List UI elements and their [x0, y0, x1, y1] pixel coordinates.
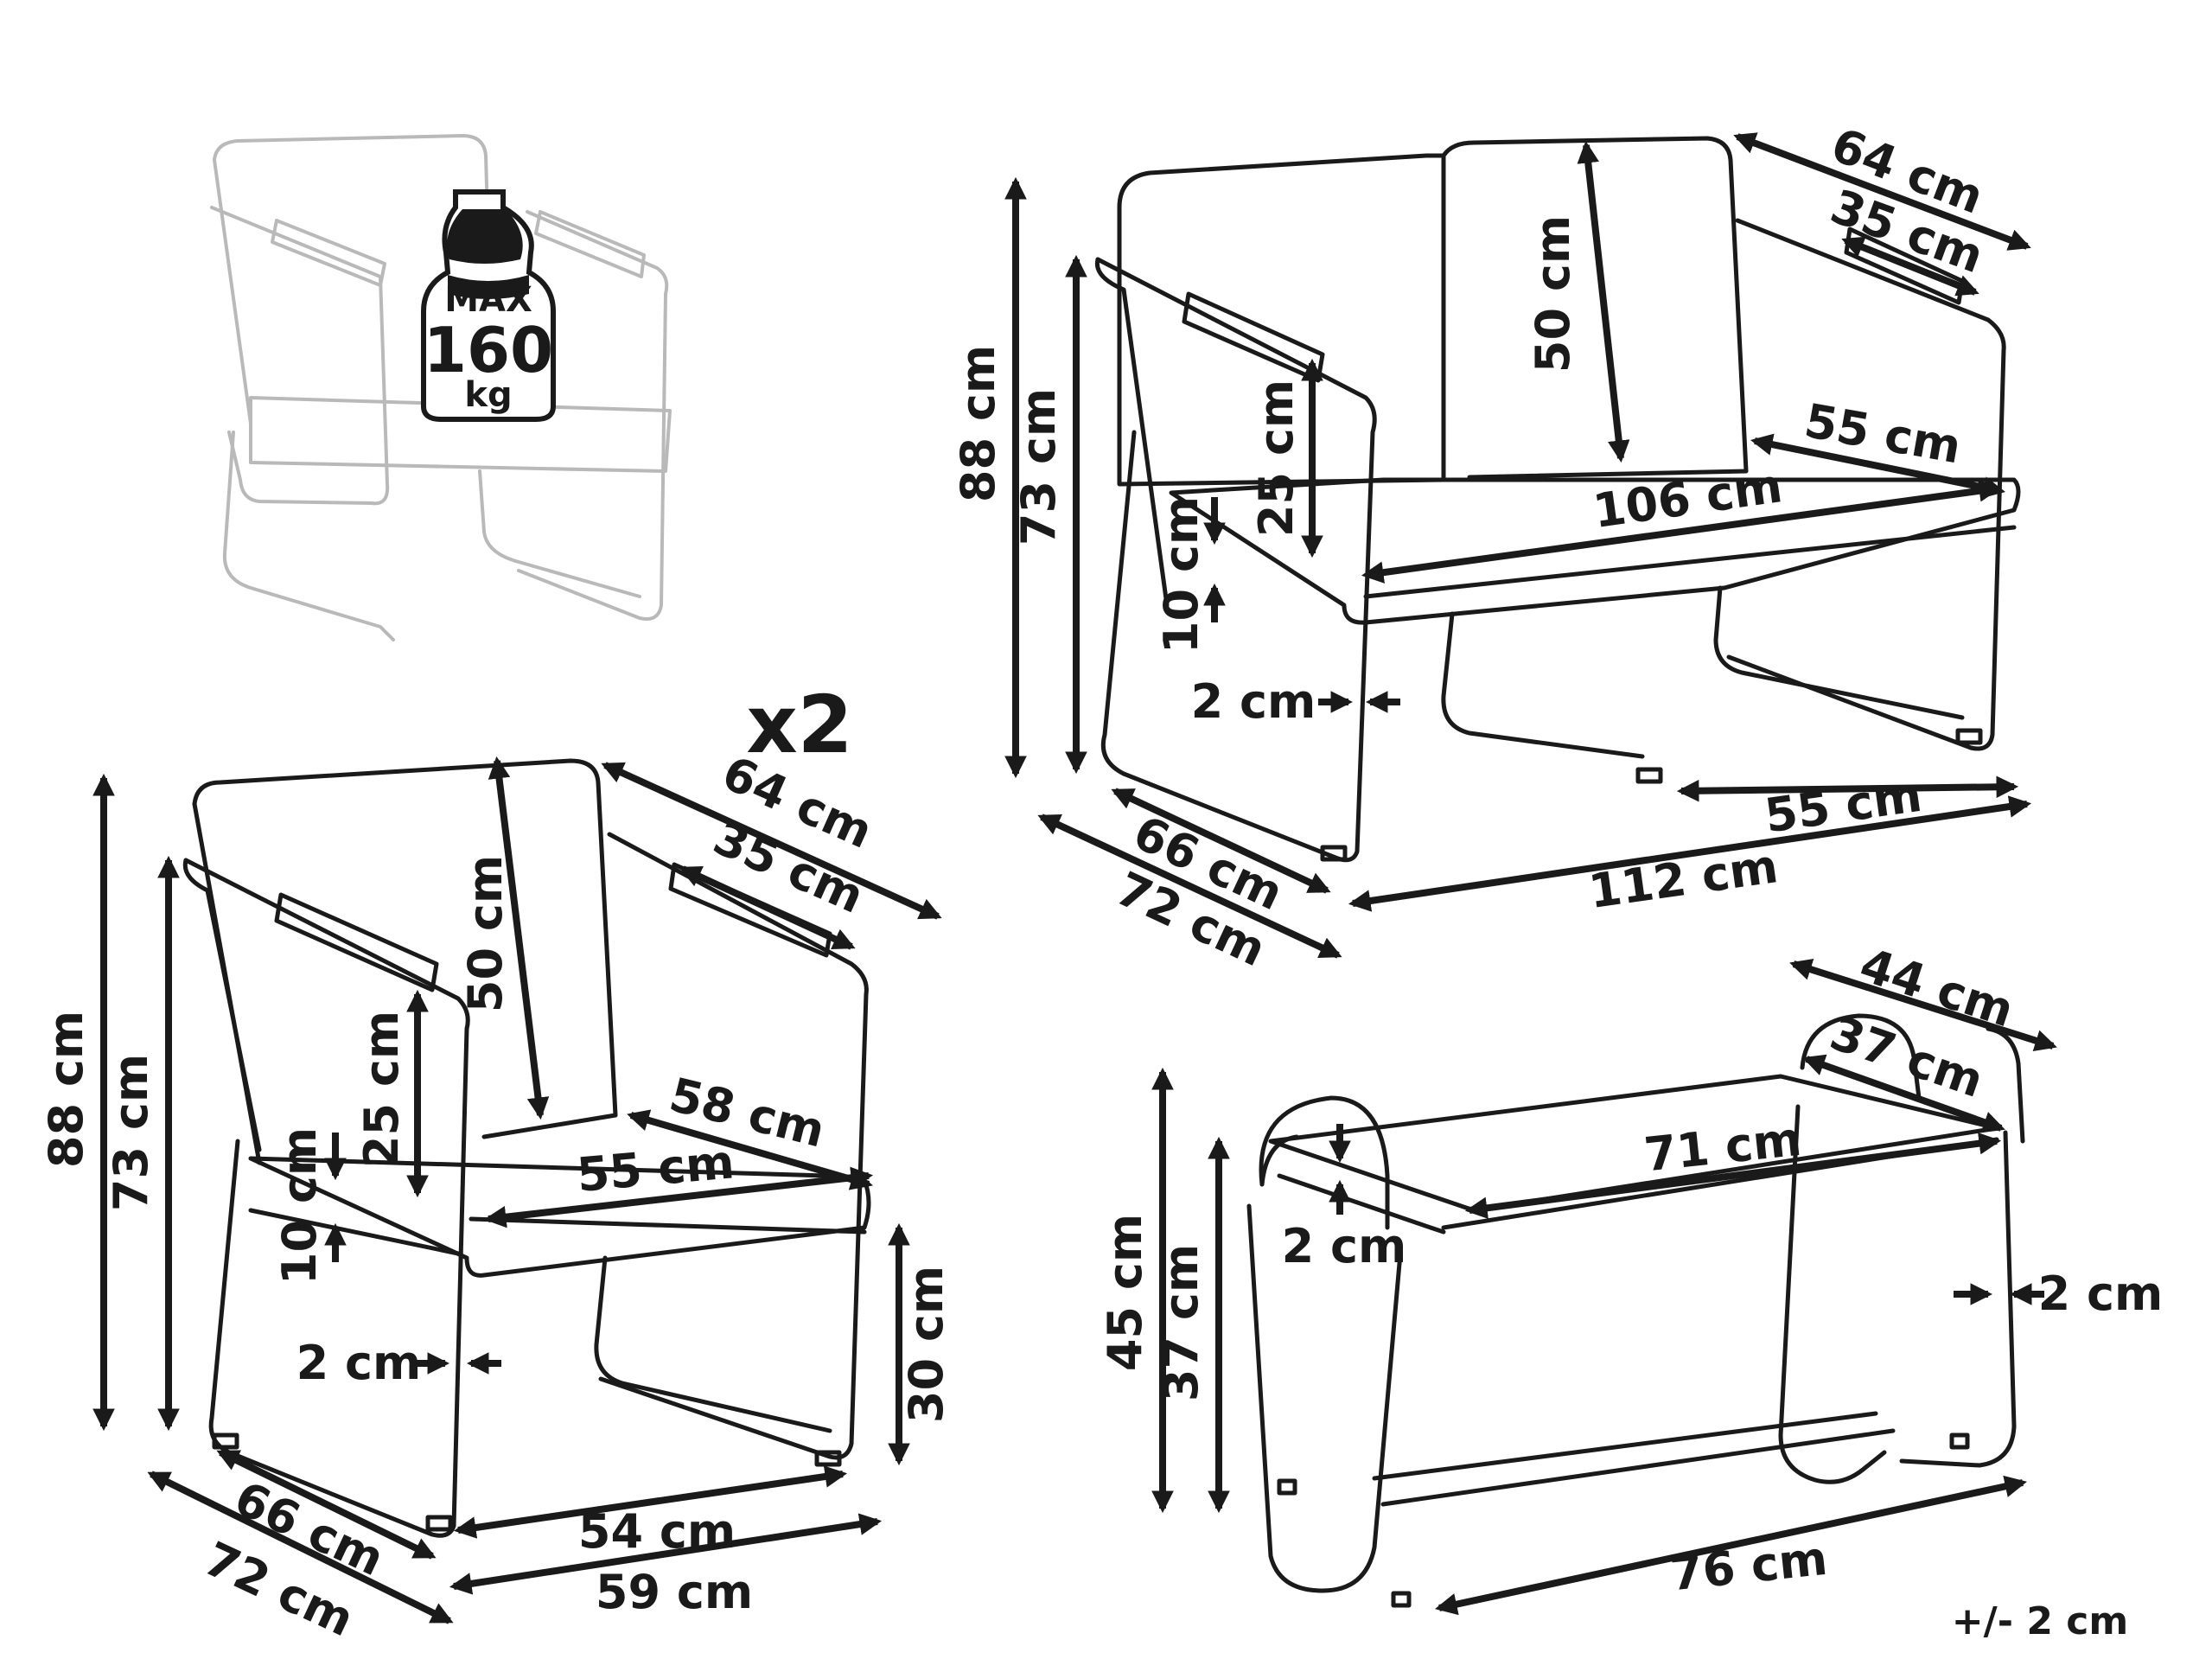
dim-line — [1802, 1054, 2005, 1133]
armchair-width-outer-label: 59 cm — [596, 1565, 753, 1619]
weight-capacity-illustration: MAX 160 kg — [210, 134, 672, 641]
sofa-cushion-label: 10 cm — [1154, 496, 1208, 654]
sofa-tube-label: 2 cm — [1191, 674, 1316, 729]
dim-line — [1733, 132, 2031, 251]
dim-line — [1676, 775, 2019, 802]
dim-line — [483, 1166, 874, 1228]
table-height-total-label: 45 cm — [1098, 1214, 1152, 1371]
armchair-dimensions: 64 cm 35 cm 50 cm 88 cm 73 cm 25 cm 10 c… — [39, 745, 953, 1647]
coffee-table-drawing — [1246, 1013, 2025, 1608]
armchair-tube-label: 2 cm — [296, 1336, 422, 1390]
table-height-inner-label: 37 cm — [1154, 1244, 1208, 1401]
armchair-back-height-label: 50 cm — [458, 855, 513, 1012]
badge-unit-label: kg — [464, 375, 512, 415]
sofa-arm-above-seat-label: 25 cm — [1249, 380, 1304, 537]
coffee-table-dimensions: 44 cm 37 cm 71 cm 2 cm 2 cm 45 cm 37 cm … — [1098, 937, 2164, 1616]
sofa-dimensions: 64 cm 35 cm 50 cm 88 cm 73 cm 25 cm 10 c… — [951, 118, 2032, 977]
dim-line — [1361, 480, 2002, 584]
dim-line — [1841, 236, 1979, 297]
dim-line — [679, 865, 856, 950]
armchair-cushion-label: 10 cm — [272, 1127, 327, 1285]
dim-line — [449, 1513, 883, 1595]
sofa-arm-height-label: 73 cm — [1011, 388, 1066, 546]
dim-line — [601, 762, 942, 920]
dim-line — [488, 756, 550, 1120]
sofa-seat-depth-label: 55 cm — [1801, 393, 1965, 475]
dim-line — [1348, 795, 2032, 912]
dim-line — [1434, 1475, 2028, 1616]
tolerance-note: +/- 2 cm — [1952, 1599, 2128, 1643]
dim-line — [147, 1471, 454, 1624]
sofa-width-total-label: 112 cm — [1585, 839, 1781, 919]
badge-max-label: MAX — [444, 280, 532, 320]
table-width-total-label: 76 cm — [1667, 1531, 1830, 1602]
armchair-height-total-label: 88 cm — [39, 1011, 93, 1168]
armchair-arm-height-label: 73 cm — [104, 1054, 158, 1211]
dim-line — [1577, 140, 1630, 463]
dim-line — [1464, 1132, 2002, 1220]
armchair-width-inner-label: 54 cm — [578, 1504, 736, 1559]
dim-line — [1789, 958, 2057, 1052]
table-tube-label: 2 cm — [2038, 1267, 2164, 1321]
weight-icon: MAX 160 kg — [421, 189, 556, 422]
sofa-height-total-label: 88 cm — [951, 345, 1005, 502]
armchair-arm-above-seat-label: 25 cm — [354, 1011, 409, 1168]
quantity-multiplier: x2 — [746, 679, 852, 771]
table-top-thickness-label: 2 cm — [1282, 1219, 1407, 1273]
sofa-back-height-label: 50 cm — [1526, 215, 1580, 373]
badge-weight-value: 160 — [424, 314, 553, 386]
dim-line — [1037, 814, 1342, 959]
armchair-seat-height-label: 30 cm — [899, 1266, 953, 1423]
sofa-seat-width-label: 106 cm — [1590, 458, 1785, 539]
